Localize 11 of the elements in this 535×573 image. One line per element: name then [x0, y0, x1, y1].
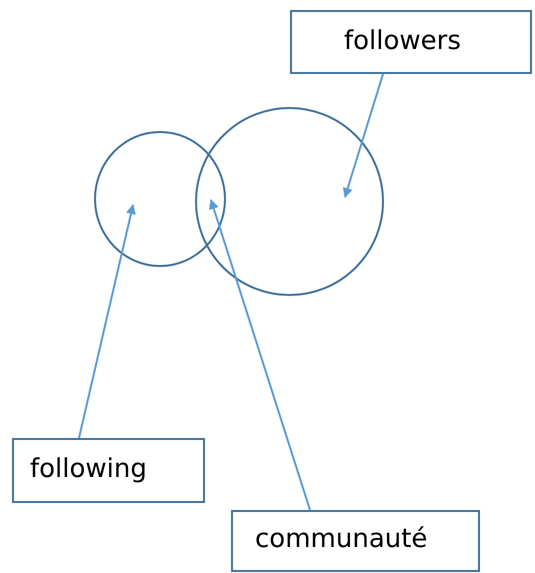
callout-label: communauté — [255, 526, 428, 552]
leader-arrow — [342, 74, 384, 198]
venn-circle — [94, 131, 226, 267]
leader-arrow — [78, 204, 136, 438]
callout-label: followers — [344, 28, 461, 54]
leader-arrow — [208, 199, 311, 510]
callout-box — [12, 438, 205, 503]
callout-box — [231, 510, 480, 572]
callout-box — [290, 10, 532, 74]
venn-circle — [195, 107, 384, 296]
callout-label: following — [30, 456, 147, 482]
